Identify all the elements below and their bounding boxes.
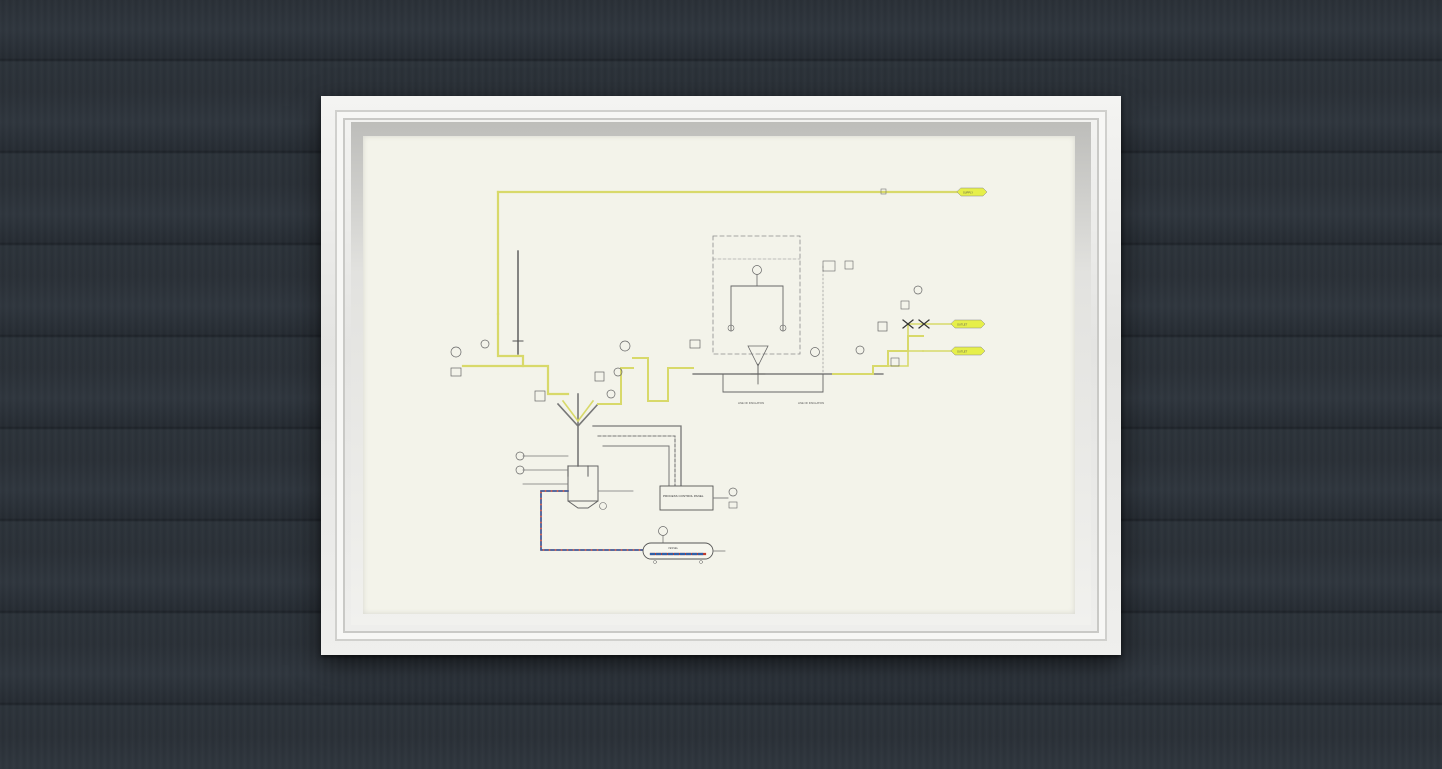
right-riser-pipe (832, 335, 924, 375)
insulation-label-2: LINE OF INSULATION (798, 401, 824, 405)
instrument-mid-1-icon (619, 340, 631, 352)
loop-pipe (632, 357, 694, 402)
control-panel-label: PROCESS CONTROL PANEL (663, 494, 704, 498)
instrument-left-2-icon (480, 339, 490, 349)
instrument-left-1-icon (450, 346, 462, 358)
tank-label: VESSEL (668, 546, 679, 550)
dashed-enclosure (712, 235, 801, 355)
frame-molding (335, 110, 1107, 641)
red-feed-line (540, 490, 644, 551)
manifold-valve-left-icon (534, 390, 546, 402)
pid-diagram: PROCESS CONTROL PANEL VESSEL LINE OF INS… (450, 187, 988, 564)
insulation-label-1: LINE OF INSULATION (738, 401, 764, 405)
outlet-arrow-1-label: OUTLET (957, 323, 968, 327)
control-panel-box (659, 485, 714, 511)
left-equipment-icon (450, 367, 462, 377)
supply-arrow-icon (956, 187, 988, 197)
outlet-arrow-2-icon (950, 346, 986, 356)
supply-arrow-label: SUPPLY (963, 191, 973, 195)
manifold-yellow (561, 399, 595, 423)
outlet-arrow-2-label: OUTLET (957, 350, 968, 354)
blue-feed-line (540, 490, 644, 551)
reactor-vessel (567, 465, 599, 502)
diagram-paper: PROCESS CONTROL PANEL VESSEL LINE OF INS… (363, 136, 1075, 614)
left-connector-pipe (496, 312, 525, 368)
lower-pipe-1 (592, 425, 682, 487)
enclosure-gauge-icon (752, 265, 762, 275)
enclosure-hopper-icon (747, 345, 769, 367)
manifold-valve-right-icon (594, 371, 605, 382)
left-main-pipe (461, 364, 570, 396)
manifold-gray (556, 393, 600, 467)
outlet-arrow-1-icon (950, 319, 986, 329)
branch-right-pipe (597, 367, 634, 405)
horizontal-tank (642, 542, 714, 560)
top-valve-icon (880, 188, 887, 195)
